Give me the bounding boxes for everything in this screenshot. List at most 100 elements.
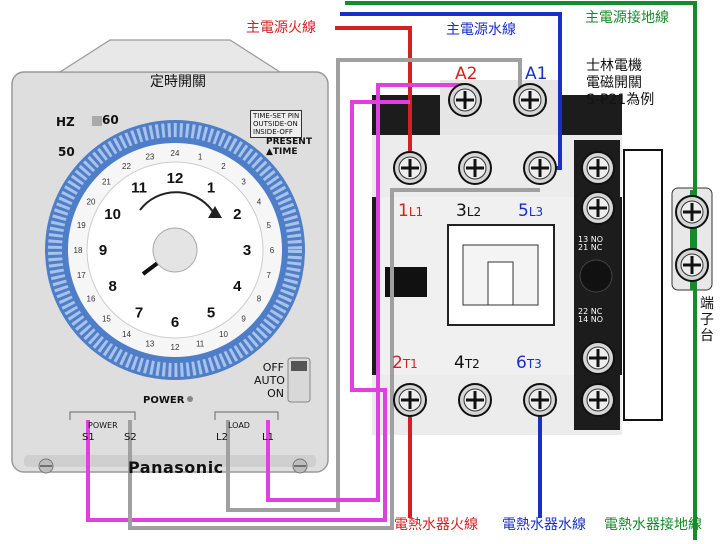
dial-hour-label: 11 bbox=[131, 180, 147, 197]
heater-live-label: 電熱水器火線 bbox=[394, 517, 478, 533]
hz-label: HZ bbox=[56, 115, 75, 129]
dial-hour-label: 9 bbox=[99, 242, 107, 259]
wire-main-ground bbox=[345, 1, 697, 540]
terminal-num: 2 bbox=[392, 353, 403, 373]
l1-screw[interactable] bbox=[393, 151, 427, 185]
aux-label: 21 bbox=[578, 243, 589, 252]
t2-screw[interactable] bbox=[458, 383, 492, 417]
dial-hour-label: 2 bbox=[233, 206, 241, 223]
wire-timer-power-live bbox=[86, 100, 410, 522]
contactor-note-line2: 電磁開關 bbox=[586, 75, 642, 91]
ring-hour-label: 17 bbox=[77, 271, 86, 280]
terminal-char-2: 子 bbox=[700, 312, 714, 328]
ring-hour-label: 4 bbox=[257, 198, 262, 207]
dial-hour-label: 1 bbox=[207, 180, 215, 197]
timer-rotation-arrow bbox=[139, 191, 216, 216]
timer-switch-label: 定時開關 bbox=[150, 74, 206, 90]
load-terminal-2: 2T1 bbox=[392, 353, 418, 373]
timer-top-hook bbox=[57, 39, 283, 73]
coil-a1-screw[interactable] bbox=[513, 83, 547, 117]
terminal-block-screw[interactable] bbox=[675, 195, 709, 229]
s2-label: S2 bbox=[124, 432, 137, 443]
timer-knob[interactable] bbox=[152, 227, 198, 273]
mode-off-label: OFF bbox=[262, 361, 284, 374]
ring-hour-label: 1 bbox=[198, 152, 203, 161]
setpin-note: TIME-SET PIN OUTSIDE-ON INSIDE-OFF bbox=[250, 110, 303, 138]
l2-label: L2 bbox=[216, 432, 228, 443]
main-live-label: 主電源火線 bbox=[246, 20, 316, 36]
contactor-note-line3: S-P21為例 bbox=[586, 92, 655, 108]
coil-a1-label: A1 bbox=[525, 64, 548, 84]
load-terminal-4: 4T2 bbox=[454, 353, 480, 373]
dial-hour-label: 5 bbox=[207, 304, 215, 321]
coil-a2-label: A2 bbox=[455, 64, 478, 84]
aux-label: 22 bbox=[578, 307, 589, 316]
power-group-label: POWER bbox=[88, 421, 118, 430]
terminal-num: 6 bbox=[516, 353, 527, 373]
aux-top-labels: 13 NO 21 NC bbox=[578, 236, 603, 252]
coil-a2-screw[interactable] bbox=[448, 83, 482, 117]
aux-label: NO bbox=[590, 235, 604, 244]
ring-hour-label: 5 bbox=[266, 221, 271, 230]
magnetic-contactor bbox=[372, 80, 663, 435]
mode-switch-knob[interactable] bbox=[291, 361, 307, 371]
main-ground-label: 主電源接地線 bbox=[585, 10, 669, 26]
power-led-label: POWER bbox=[143, 395, 185, 406]
t1-screw[interactable] bbox=[393, 383, 427, 417]
aux-label: NO bbox=[590, 315, 604, 324]
terminal-sub: L1 bbox=[408, 205, 424, 219]
side-bracket bbox=[623, 149, 663, 421]
aux-screw[interactable] bbox=[581, 191, 615, 225]
terminal-sub: T2 bbox=[464, 357, 480, 371]
armature-slot bbox=[487, 261, 514, 306]
aux-screw[interactable] bbox=[581, 151, 615, 185]
hz-50-label: 50 bbox=[58, 145, 75, 159]
dial-hour-label: 8 bbox=[108, 278, 116, 295]
brand-logo: Panasonic bbox=[128, 458, 224, 477]
ring-hour-label: 18 bbox=[74, 246, 83, 255]
heater-ground-label: 電熱水器接地線 bbox=[604, 517, 702, 533]
terminal-block-screw[interactable] bbox=[675, 248, 709, 282]
line-terminal-3: 3L2 bbox=[456, 201, 481, 221]
terminal-num: 1 bbox=[398, 201, 409, 221]
timer-arrow-head bbox=[208, 206, 222, 218]
power-bracket bbox=[69, 411, 136, 420]
present-time-label: PRESENT ▲TIME bbox=[266, 137, 312, 157]
terminal-num: 3 bbox=[456, 201, 467, 221]
power-led bbox=[187, 396, 193, 402]
terminal-block-label: 端 子 台 bbox=[700, 296, 714, 344]
ring-hour-label: 23 bbox=[145, 152, 154, 161]
load-group-label: LOAD bbox=[228, 421, 250, 430]
dial-hour-label: 3 bbox=[243, 242, 251, 259]
terminal-char-1: 端 bbox=[700, 296, 714, 312]
terminal-char-3: 台 bbox=[700, 328, 714, 344]
aux-screw[interactable] bbox=[581, 341, 615, 375]
contactor-note-line1: 士林電機 bbox=[586, 58, 642, 74]
setpin-line2: OUTSIDE-ON bbox=[253, 120, 298, 128]
dial-hour-label: 7 bbox=[135, 304, 143, 321]
hz-switch[interactable] bbox=[92, 116, 102, 126]
ring-hour-label: 3 bbox=[241, 177, 246, 186]
aux-label: NC bbox=[590, 243, 603, 252]
t3-screw[interactable] bbox=[523, 383, 557, 417]
contactor-note: 士林電機 電磁開關 S-P21為例 bbox=[586, 58, 654, 109]
ring-hour-label: 2 bbox=[221, 162, 226, 171]
ring-hour-label: 20 bbox=[87, 198, 96, 207]
l3-screw[interactable] bbox=[523, 151, 557, 185]
mode-labels: OFF AUTO ON bbox=[254, 361, 285, 400]
dial-hour-label: 10 bbox=[104, 206, 121, 223]
l1-label: L1 bbox=[262, 432, 274, 443]
aux-bottom-labels: 22 NC 14 NO bbox=[578, 308, 603, 324]
setpin-line1: TIME-SET PIN bbox=[253, 112, 300, 120]
dial-hour-label: 4 bbox=[233, 278, 242, 295]
ring-hour-label: 6 bbox=[270, 246, 275, 255]
main-neutral-label: 主電源水線 bbox=[446, 22, 516, 38]
ring-hour-label: 15 bbox=[102, 315, 111, 324]
l2-screw[interactable] bbox=[458, 151, 492, 185]
aux-screw[interactable] bbox=[581, 383, 615, 417]
